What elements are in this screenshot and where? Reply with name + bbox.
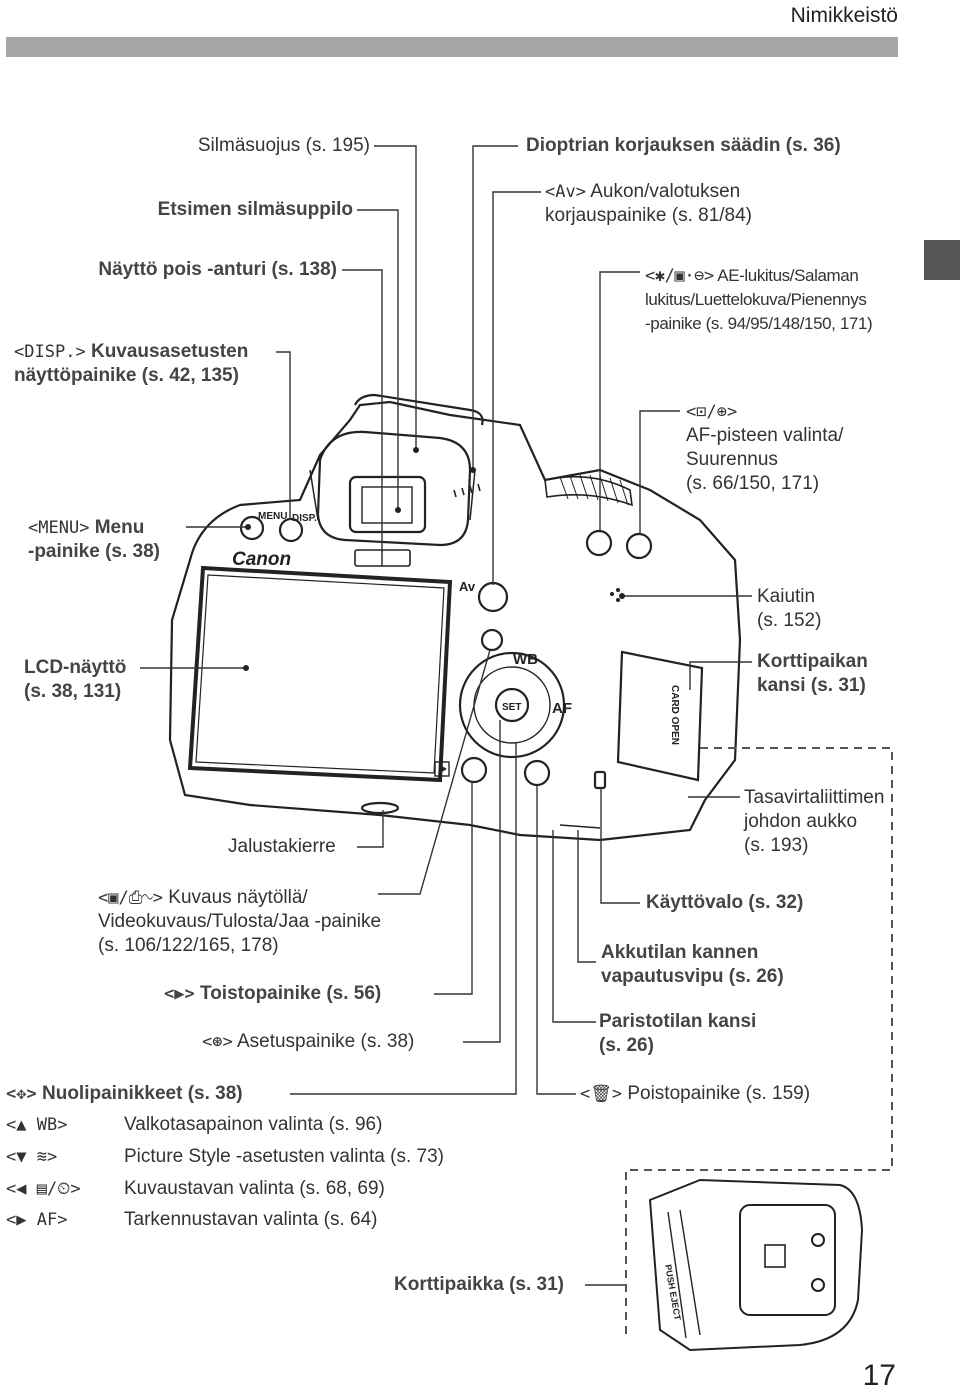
viewfinder-housing xyxy=(316,430,472,547)
label-ae-lock: <✱/▣·⊖> AE-lukitus/Salaman lukitus/Luett… xyxy=(645,266,873,333)
wb-symbol: WB xyxy=(36,1115,58,1135)
menu-mark: MENU xyxy=(258,511,287,522)
label-playback: <▶> Toistopainike (s. 56) xyxy=(164,983,382,1004)
label-menu-button: <MENU> Menu -painike (s. 38) xyxy=(28,517,160,562)
set-mark: SET xyxy=(502,702,521,713)
set-button-shape xyxy=(494,687,530,723)
menu-symbol: MENU xyxy=(38,518,80,538)
header-rule xyxy=(6,37,898,57)
af-symbol: AF xyxy=(36,1210,58,1230)
av-symbol: Av xyxy=(555,182,576,202)
speaker-mark xyxy=(610,588,620,602)
main-dial xyxy=(544,475,633,507)
eyepiece-window xyxy=(348,475,427,534)
af-point-button-shape xyxy=(625,532,653,560)
erase-button-shape xyxy=(523,759,551,787)
cross-keys-ring xyxy=(458,651,566,759)
label-lcd: LCD-näyttö(s. 38, 131) xyxy=(24,657,127,702)
label-eyepiece: Etsimen silmäsuppilo xyxy=(157,199,353,220)
camera-symbols: Canon MENU DISP. Av WB AF SET CARD OPEN … xyxy=(232,511,683,1321)
battery-compartment xyxy=(739,1204,836,1316)
tripod-socket xyxy=(360,801,400,815)
card-cover-shape xyxy=(616,650,704,782)
label-diopter: Dioptrian korjauksen säädin (s. 36) xyxy=(526,135,841,156)
legend-drive: <◀ ▤/⏲> xyxy=(6,1179,81,1199)
camera-back xyxy=(168,393,742,842)
card-slot-callout xyxy=(625,747,893,1340)
label-speaker: Kaiutin(s. 152) xyxy=(757,586,822,631)
playback-button-shape xyxy=(460,756,488,784)
label-direct-print: <▣/⎙∿> Kuvaus näytöllä/ Videokuvaus/Tulo… xyxy=(98,887,382,956)
direct-print-button-shape xyxy=(480,628,504,652)
av-button-shape xyxy=(477,581,509,613)
page-number: 17 xyxy=(862,1359,896,1392)
av-mark: Av xyxy=(459,579,476,594)
menu-button-shape xyxy=(239,515,265,541)
section-header: Nimikkeistö xyxy=(790,4,898,27)
label-eyecup: Silmäsuojus (s. 195) xyxy=(197,135,370,156)
leader-dots xyxy=(243,447,625,671)
section-tab xyxy=(924,240,960,280)
disp-symbol: DISP. xyxy=(24,342,76,362)
battery-cover-shape xyxy=(559,824,601,829)
legend-af: <▶ AF> xyxy=(6,1210,68,1230)
label-display-sensor: Näyttö pois -anturi (s. 138) xyxy=(98,259,337,280)
label-battery-cover: Paristotilan kansi(s. 26) xyxy=(599,1011,757,1056)
label-af-point: <⊡/⊕> AF-pisteen valinta/ Suurennus (s. … xyxy=(686,402,844,494)
leader-lines xyxy=(140,145,752,1286)
legend-wb-text: Valkotasapainon valinta (s. 96) xyxy=(124,1114,383,1135)
label-erase: <🗑> Poistopainike (s. 159) xyxy=(580,1083,811,1104)
legend-drive-text: Kuvaustavan valinta (s. 68, 69) xyxy=(124,1178,385,1199)
legend-picture-style-text: Picture Style -asetusten valinta (s. 73) xyxy=(124,1146,444,1167)
legend-picture-style: <▼ ≋> xyxy=(6,1147,58,1167)
label-tripod: Jalustakierre xyxy=(228,836,336,857)
wb-mark: WB xyxy=(513,651,538,668)
label-card-slot: Korttipaikka (s. 31) xyxy=(394,1274,564,1295)
card-open-mark: CARD OPEN xyxy=(669,685,680,745)
playback-mark xyxy=(434,761,450,777)
lcd-screen xyxy=(187,565,453,783)
legend-wb: <▲ WB> xyxy=(6,1115,68,1135)
label-cross-keys: <✥> Nuolipainikkeet (s. 38) xyxy=(6,1083,243,1104)
camera-grips xyxy=(453,474,629,506)
canon-logo: Canon xyxy=(232,549,291,570)
ae-lock-button-shape xyxy=(585,529,613,557)
label-disp-button: <DISP.> Kuvausasetusten näyttöpainike (s… xyxy=(14,341,249,386)
disp-mark: DISP. xyxy=(292,513,317,524)
label-access-lamp: Käyttövalo (s. 32) xyxy=(646,892,804,913)
access-lamp-shape xyxy=(593,770,607,790)
label-set-button: <⊛> Asetuspainike (s. 38) xyxy=(202,1031,415,1052)
af-mark: AF xyxy=(552,700,572,717)
card-slot-art xyxy=(648,1178,864,1352)
label-av-button: <Av> Aukon/valotuksen korjauspainike (s.… xyxy=(545,181,752,226)
legend-af-text: Tarkennustavan valinta (s. 64) xyxy=(124,1209,378,1230)
camera-body-outline xyxy=(168,400,742,842)
disp-button-shape xyxy=(278,517,304,543)
